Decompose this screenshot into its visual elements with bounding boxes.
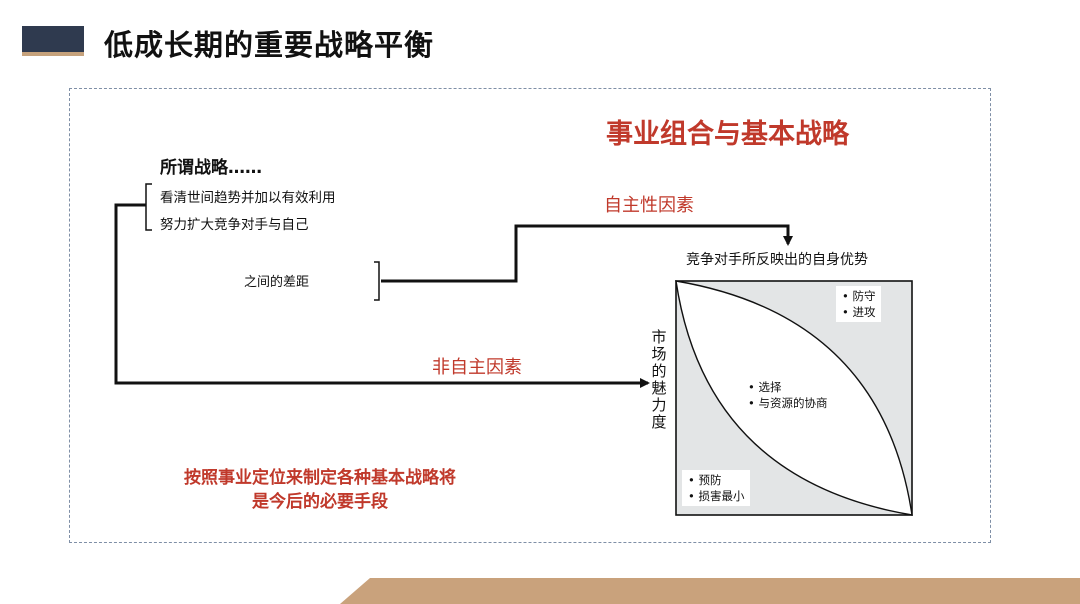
chart-top-label: 竞争对手所反映出的自身优势 bbox=[686, 252, 868, 268]
chart-lens bbox=[675, 280, 913, 516]
section-title: 事业组合与基本战略 bbox=[606, 119, 849, 150]
note-item: • 选择 bbox=[748, 380, 782, 394]
autonomous-factor-label: 自主性因素 bbox=[604, 195, 694, 216]
gap-label: 之间的差距 bbox=[244, 275, 310, 290]
note-item: • 与资源的协商 bbox=[748, 396, 828, 410]
chart-note-center: • 选择 • 与资源的协商 bbox=[742, 377, 833, 413]
side-label-char: 魅 bbox=[651, 379, 667, 397]
gap-bracket bbox=[374, 261, 380, 301]
side-label-char: 市 bbox=[651, 328, 667, 346]
note-item: • 预防 bbox=[688, 473, 722, 487]
conclusion-line-2: 是今后的必要手段 bbox=[252, 492, 388, 512]
autonomous-arrow bbox=[381, 224, 793, 283]
non-autonomous-arrow bbox=[114, 203, 650, 388]
chart-note-top-right: • 防守 • 进攻 bbox=[836, 286, 882, 322]
side-label-char: 度 bbox=[651, 413, 667, 431]
strategy-item-1: 看清世间趋势并加以有效利用 bbox=[160, 190, 336, 206]
side-label-char: 力 bbox=[651, 396, 667, 414]
chart-side-label: 市 场 的 魅 力 度 bbox=[650, 329, 668, 431]
footer-band bbox=[340, 578, 1080, 604]
side-label-char: 场 bbox=[651, 345, 667, 363]
note-item: • 进攻 bbox=[842, 305, 876, 319]
conclusion-text: 按照事业定位来制定各种基本战略将 是今后的必要手段 bbox=[110, 466, 530, 514]
strategy-heading: 所谓战略…… bbox=[160, 158, 262, 178]
strategy-bracket bbox=[145, 183, 152, 231]
non-autonomous-factor-label: 非自主因素 bbox=[432, 357, 522, 378]
content-frame bbox=[69, 88, 991, 543]
side-label-char: 的 bbox=[651, 362, 667, 380]
page-title: 低成长期的重要战略平衡 bbox=[104, 28, 435, 62]
note-item: • 损害最小 bbox=[688, 489, 745, 503]
note-item: • 防守 bbox=[842, 289, 876, 303]
title-block-decoration bbox=[22, 26, 84, 56]
chart-note-bottom-left: • 预防 • 损害最小 bbox=[682, 470, 751, 506]
conclusion-line-1: 按照事业定位来制定各种基本战略将 bbox=[184, 468, 456, 488]
title-block-accent bbox=[22, 52, 84, 56]
strategy-item-2: 努力扩大竞争对手与自己 bbox=[160, 217, 309, 233]
